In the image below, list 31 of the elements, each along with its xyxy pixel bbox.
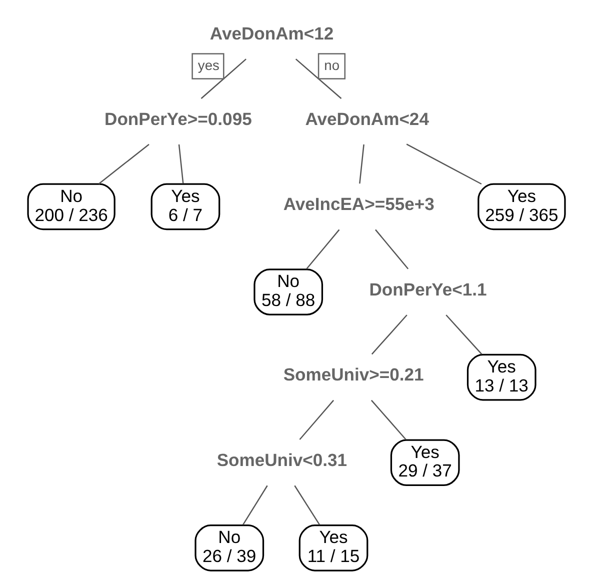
node-box: Yes 259 / 365 [477, 183, 566, 230]
node-text: AveIncEA>=55e+3 [282, 194, 434, 214]
connector [178, 144, 184, 184]
node-box: No 26 / 39 [194, 524, 264, 572]
connector [445, 314, 482, 355]
node-box: No 58 / 88 [253, 268, 323, 316]
node-text: AveDonAm<24 [304, 108, 428, 129]
node-box: Yes 6 / 7 [150, 183, 220, 230]
connector [406, 144, 482, 185]
connector [200, 58, 246, 99]
connector [374, 229, 408, 270]
connector [306, 229, 340, 270]
node-text: AveDonAm<12 [209, 23, 334, 44]
connector [370, 400, 406, 440]
node-box: No 200 / 236 [26, 183, 115, 230]
connector [294, 485, 320, 526]
connector [242, 485, 268, 526]
edge-label: yes [197, 58, 219, 73]
node-box: Yes 13 / 13 [466, 354, 536, 401]
node-box: Yes 29 / 37 [390, 439, 460, 486]
node-box: Yes 11 / 15 [298, 524, 368, 572]
node-text: SomeUniv>=0.21 [282, 364, 424, 385]
connector [298, 400, 334, 440]
connector [98, 144, 149, 184]
connector [370, 314, 407, 355]
connector [294, 58, 342, 99]
node-text: DonPerYe<1.1 [368, 279, 486, 300]
connector [358, 144, 364, 184]
edge-label: no [324, 58, 340, 73]
node-text: SomeUniv<0.31 [216, 450, 347, 470]
node-text: DonPerYe>=0.095 [104, 108, 252, 129]
